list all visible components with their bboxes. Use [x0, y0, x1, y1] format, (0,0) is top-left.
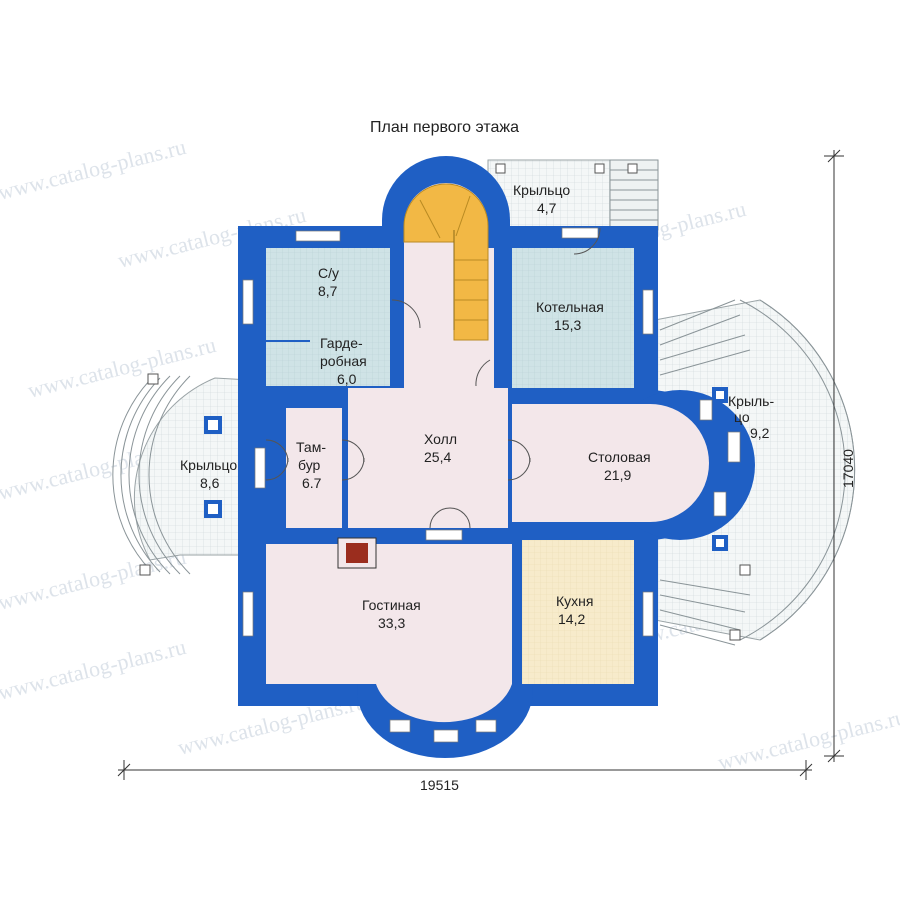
watermark: www.catalog-plans.ru [715, 704, 900, 775]
room-area-porch-right: 9,2 [750, 425, 770, 441]
boiler-floor [512, 248, 634, 388]
watermark: www.catalog-plans.ru [0, 134, 188, 205]
room-label-porch-top: Крыльцо [513, 182, 570, 198]
room-label-vestibule-1: Там- [296, 439, 326, 455]
vestibule-floor [286, 408, 342, 528]
room-area-vestibule: 6.7 [302, 475, 322, 491]
kitchen-floor [522, 540, 634, 684]
room-label-hall: Холл [424, 431, 457, 447]
left-porch [112, 373, 251, 576]
room-area-porch-left: 8,6 [200, 475, 220, 491]
room-area-dining: 21,9 [604, 467, 631, 483]
width-dimension-label: 19515 [420, 777, 459, 793]
room-area-porch-top: 4,7 [537, 200, 557, 216]
room-label-wardrobe-2: робная [320, 353, 367, 369]
height-dimension [824, 149, 844, 763]
room-label-porch-right-1: Крыль- [728, 393, 774, 409]
living-floor [266, 544, 512, 723]
height-dimension-label: 17040 [840, 449, 856, 488]
room-area-kitchen: 14,2 [558, 611, 585, 627]
dining-floor [512, 404, 709, 522]
room-area-bathroom: 8,7 [318, 283, 338, 299]
room-area-wardrobe: 6,0 [337, 371, 357, 387]
room-area-living: 33,3 [378, 615, 405, 631]
width-dimension [117, 760, 813, 780]
room-label-vestibule-2: бур [298, 457, 321, 473]
doors [265, 227, 601, 529]
room-area-hall: 25,4 [424, 449, 451, 465]
room-label-porch-right-2: цо [734, 409, 750, 425]
room-label-bathroom: С/у [318, 265, 339, 281]
windows [242, 227, 741, 743]
room-label-wardrobe-1: Гарде- [320, 335, 363, 351]
top-porch [487, 159, 659, 231]
room-labels: Крыльцо 4,7 С/у 8,7 Гарде- робная 6,0 Ко… [180, 182, 774, 631]
room-label-boiler: Котельная [536, 299, 604, 315]
fireplace-icon [337, 537, 377, 569]
hall-floor [348, 388, 508, 528]
watermark: www.catalog-plans.ru [0, 634, 188, 705]
room-label-living: Гостиная [362, 597, 421, 613]
plan-title: План первого этажа [370, 119, 519, 136]
room-label-kitchen: Кухня [556, 593, 593, 609]
room-label-dining: Столовая [588, 449, 651, 465]
room-area-boiler: 15,3 [554, 317, 581, 333]
room-floors [266, 183, 709, 723]
room-label-porch-left: Крыльцо [180, 457, 237, 473]
bathroom-floor [266, 248, 390, 340]
